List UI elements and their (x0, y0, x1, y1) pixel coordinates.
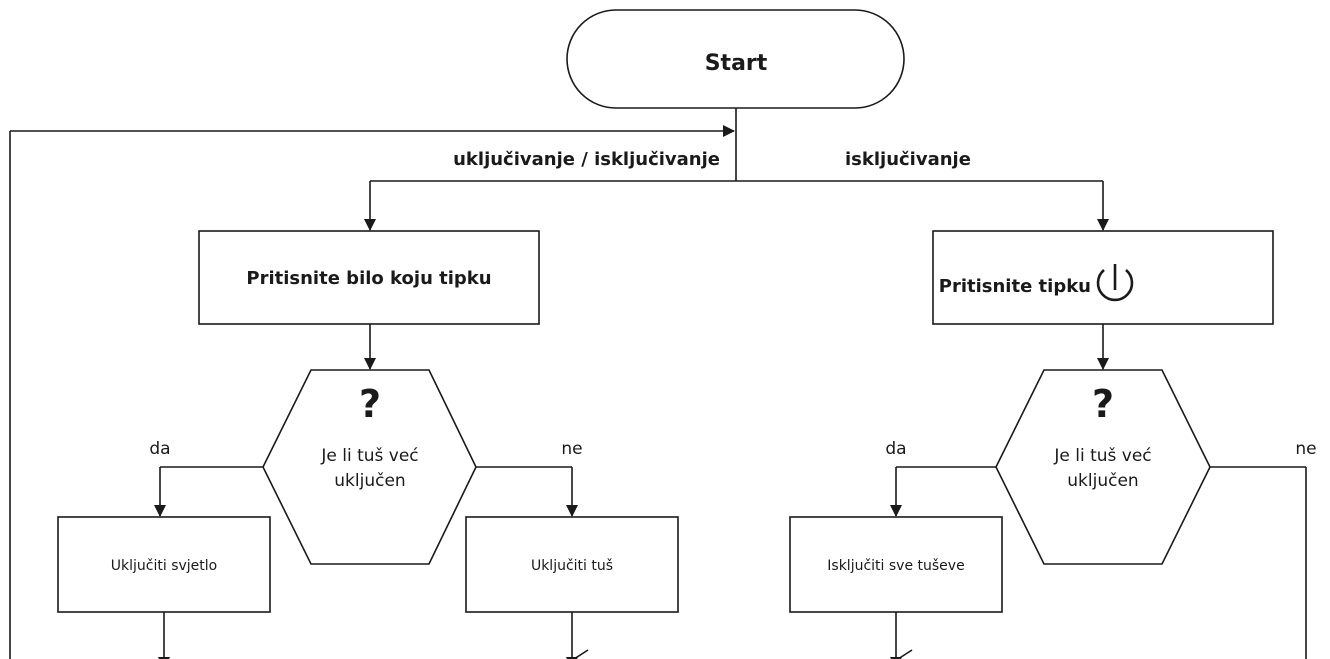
right-action-label: Pritisnite tipku (939, 276, 1091, 297)
left-action-label: Pritisnite bilo koju tipku (246, 268, 491, 289)
left-no-label: ne (561, 439, 582, 459)
right-question-line1: Je li tuš već (1053, 446, 1151, 466)
right-no-label: ne (1295, 439, 1316, 459)
left-no-action-label: Uključiti tuš (531, 558, 613, 574)
right-yes-incoming-head (897, 649, 913, 659)
left-yes-label: da (149, 439, 170, 459)
branch-right-label: isključivanje (845, 149, 971, 170)
start-label: Start (705, 51, 768, 76)
left-no-box (465, 516, 679, 613)
right-question-mark: ? (1092, 382, 1114, 426)
right-question-line2: uključen (1067, 471, 1138, 491)
left-question-line2: uključen (334, 471, 405, 491)
left-yes-action-label: Uključiti svjetlo (111, 558, 217, 574)
left-action-box (198, 230, 540, 325)
left-question-mark: ? (359, 382, 381, 426)
branch-left-label: uključivanje / isključivanje (453, 149, 720, 170)
left-yes-box (57, 516, 271, 613)
left-question-line1: Je li tuš već (320, 446, 418, 466)
right-yes-label: da (885, 439, 906, 459)
right-yes-action-label: Isključiti sve tuševe (827, 558, 964, 574)
left-no-incoming-head (573, 649, 589, 659)
power-icon (1096, 264, 1134, 302)
